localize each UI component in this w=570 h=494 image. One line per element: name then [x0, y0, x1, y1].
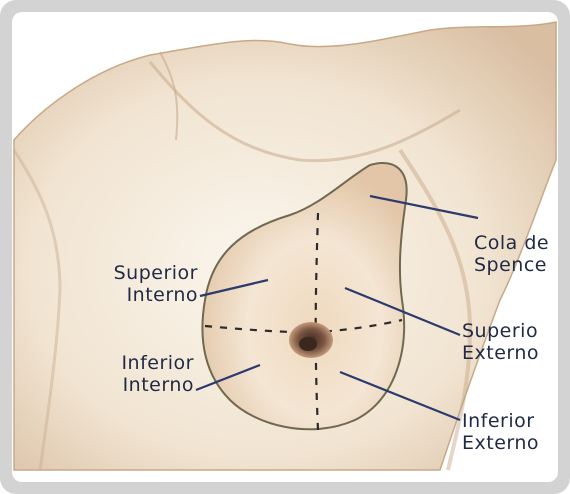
label-inferior-interno-line1: Inferior — [74, 352, 194, 374]
label-inferior-externo-line2: Externo — [462, 432, 539, 454]
label-inferior-interno-line2: Interno — [74, 374, 194, 396]
label-inferior-externo-line1: Inferior — [462, 410, 539, 432]
label-cola-line1: Cola de — [474, 232, 549, 254]
label-superior-externo-line2: Externo — [462, 342, 539, 364]
label-inferior-interno: Inferior Interno — [74, 352, 194, 396]
label-inferior-externo: Inferior Externo — [462, 410, 539, 454]
label-superior-interno-line1: Superior — [78, 262, 198, 284]
label-superior-externo: Superio Externo — [462, 320, 539, 364]
label-superior-externo-line1: Superio — [462, 320, 539, 342]
label-superior-interno-line2: Interno — [78, 284, 198, 306]
label-superior-interno: Superior Interno — [78, 262, 198, 306]
label-cola-line2: Spence — [474, 254, 549, 276]
label-cola-de-spence: Cola de Spence — [474, 232, 549, 276]
nipple — [299, 337, 317, 351]
